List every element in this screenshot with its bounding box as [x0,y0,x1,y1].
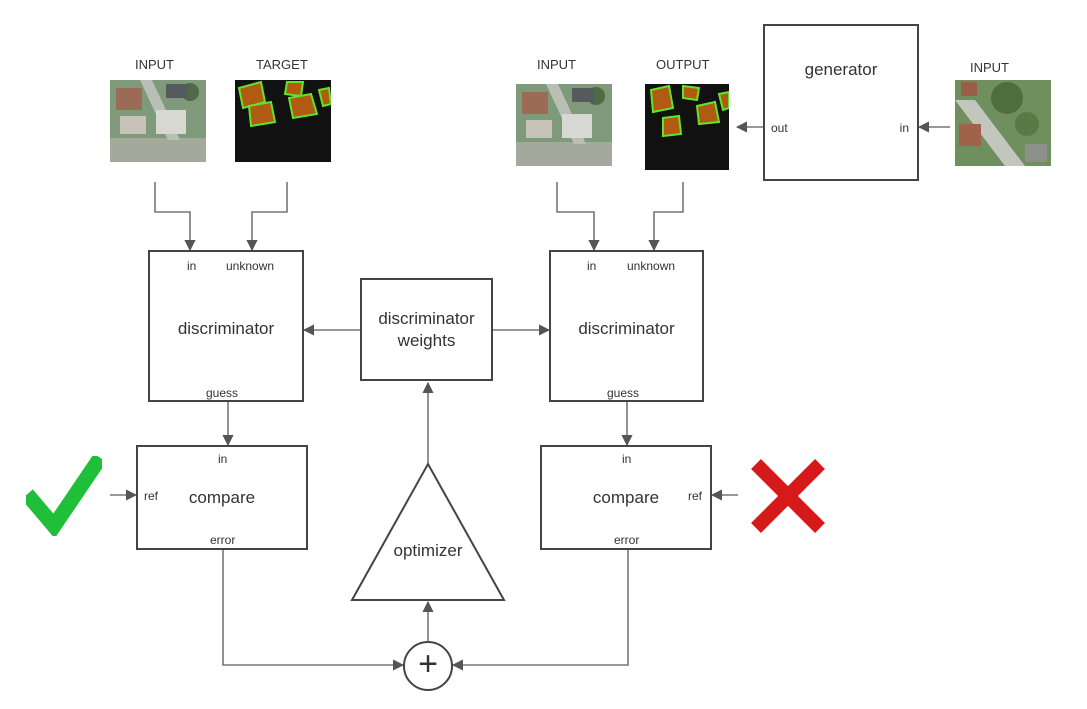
compare-left-port-error: error [210,533,236,547]
compare-left-block: in ref compare error [136,445,308,550]
weights-title-line2: weights [397,331,456,350]
generator-title: generator [804,60,878,79]
compare-right-port-error: error [614,533,640,547]
compare-left-port-ref: ref [144,489,159,503]
caption-input-mid: INPUT [537,57,576,72]
caption-input-right: INPUT [970,60,1009,75]
cross-icon [751,459,825,533]
generated-output-image [645,84,729,170]
generator-port-out: out [771,121,788,135]
compare-left-port-in: in [218,452,228,466]
aerial-input-image-right [955,80,1051,166]
aerial-input-image-mid [516,84,612,166]
check-icon [26,456,102,536]
compare-right-title: compare [592,488,660,507]
optimizer-triangle [350,461,506,601]
optimizer-title: optimizer [393,541,463,560]
discriminator-right-title: discriminator [578,319,675,338]
generator-port-in: in [899,121,909,135]
sum-symbol: + [418,645,438,683]
aerial-input-image-left [110,80,206,162]
compare-right-port-in: in [622,452,632,466]
discriminator-left-port-in: in [187,259,197,273]
compare-left-title: compare [188,488,256,507]
sum-circle [403,641,453,691]
compare-right-port-ref: ref [687,489,702,503]
weights-title-line1: discriminator [378,309,475,328]
compare-right-block: in ref compare error [540,445,712,550]
segmentation-target-image [235,80,331,162]
discriminator-right-port-guess: guess [607,386,640,400]
caption-input-left: INPUT [135,57,174,72]
discriminator-right-port-unknown: unknown [627,259,676,273]
caption-target: TARGET [256,57,308,72]
generator-block: generator out in [763,24,919,181]
discriminator-left-title: discriminator [177,319,275,338]
discriminator-right-port-in: in [587,259,597,273]
discriminator-weights-block: discriminator weights [360,278,493,381]
caption-output: OUTPUT [656,57,710,72]
discriminator-left-block: in unknown discriminator guess [148,250,304,402]
discriminator-left-port-unknown: unknown [226,259,275,273]
discriminator-right-block: in unknown discriminator guess [549,250,704,402]
discriminator-left-port-guess: guess [206,386,239,400]
